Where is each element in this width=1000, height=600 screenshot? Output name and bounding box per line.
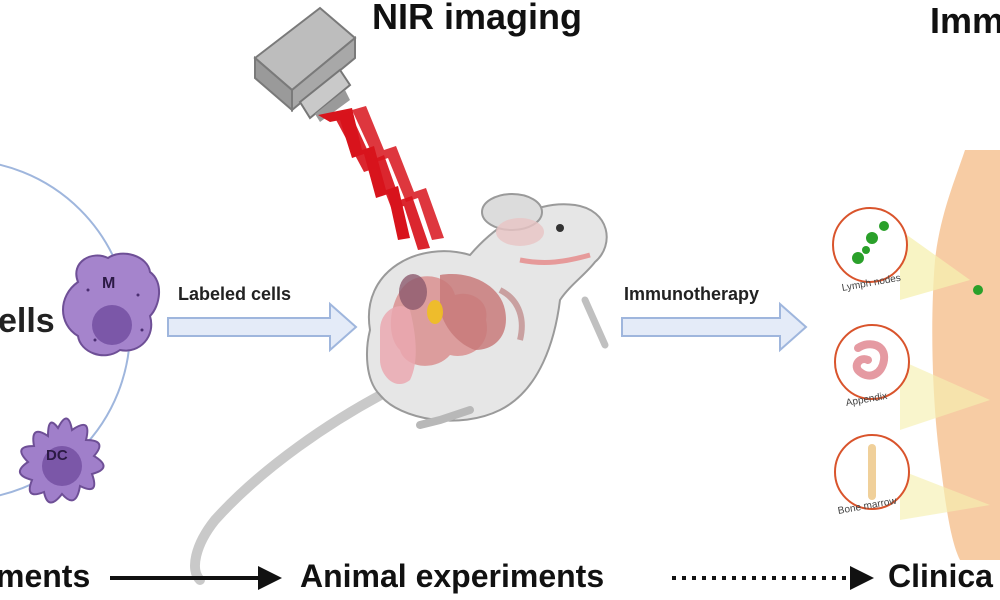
lymph-marker [973,285,983,295]
clinical-stage: Clinica [888,558,993,594]
cell-experiments-stage: ments [0,558,91,594]
light-ray-1 [900,230,970,300]
dendritic-cell-icon [19,417,105,504]
cells-group-label: ells [0,302,55,340]
immunotherapy-label: Immunotherapy [624,284,760,304]
labeled-cells-label: Labeled cells [178,284,292,304]
macrophage-label: M [102,275,116,292]
appendix-circle [834,324,910,400]
human-body-illustration [932,150,1000,560]
light-ray-2 [900,360,990,430]
lymph-nodes-icon [852,221,889,264]
animal-experiments-stage: Animal experiments [300,558,605,594]
nir-camera-icon [253,6,357,122]
nir-beam-graphic [318,106,444,250]
mouse-illustration [190,193,609,585]
nir-imaging-title: NIR imaging [372,0,583,37]
macrophage-cell-icon [62,252,160,357]
dendritic-cell-label: DC [46,447,68,464]
immunotherapy-heading: Imm [930,0,1000,41]
appendix-icon [852,340,889,380]
labeled-cells-arrow-shape [167,301,358,353]
immunotherapy-arrow-shape [621,301,808,353]
lymph-nodes-circle [832,207,908,283]
light-ray-3 [900,470,990,520]
